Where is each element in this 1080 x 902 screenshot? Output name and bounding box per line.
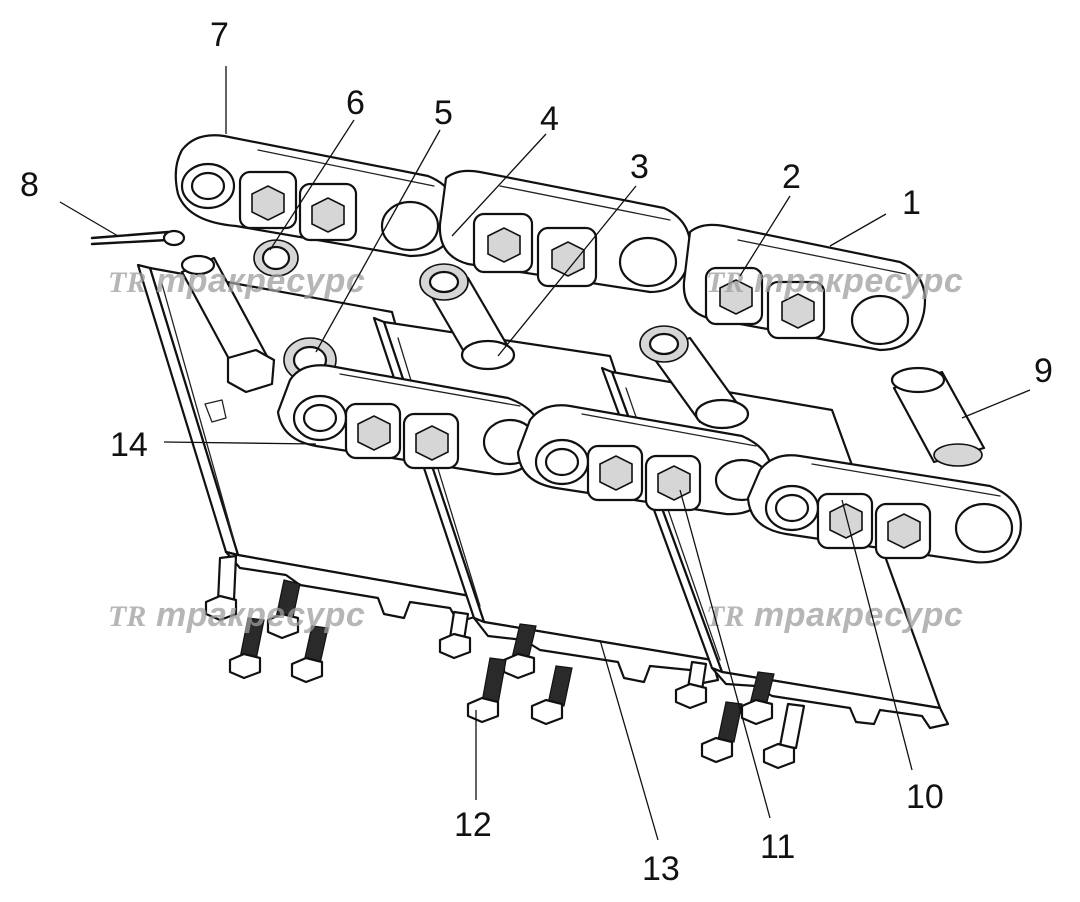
callout-1: 1 (902, 184, 921, 222)
svg-text:тракресурс: тракресурс (754, 596, 963, 634)
callout-13: 13 (642, 850, 680, 888)
callout-numbers: 1 2 3 4 5 6 7 8 9 10 11 12 13 14 (20, 16, 1053, 888)
leader-lines (59, 66, 1031, 841)
callout-7: 7 (210, 16, 229, 54)
watermark-bottom-left: TR тракресурс (108, 596, 365, 634)
bolt-group-middle (466, 623, 708, 726)
leader-9 (961, 389, 1031, 419)
pins-bushings (180, 239, 986, 467)
leader-13 (599, 639, 659, 841)
svg-text:TR: TR (706, 266, 744, 299)
callout-2: 2 (782, 158, 801, 196)
callout-12: 12 (454, 806, 492, 844)
watermark-top-left: TR тракресурс (108, 262, 365, 300)
link-top-right (682, 223, 926, 352)
bolt-group-left (204, 554, 472, 684)
pin-9 (890, 366, 986, 467)
cotter-pin (90, 229, 186, 247)
leader-4 (451, 133, 547, 237)
callout-6: 6 (346, 84, 365, 122)
callout-5: 5 (434, 94, 453, 132)
bolts (204, 554, 806, 770)
leader-10 (841, 499, 913, 771)
callout-4: 4 (540, 100, 559, 138)
callout-14: 14 (110, 426, 148, 464)
pin-left (180, 254, 276, 394)
leader-11 (679, 489, 771, 819)
svg-text:TR: TR (706, 600, 744, 633)
bottom-links (276, 364, 1022, 564)
leader-3 (497, 185, 637, 357)
pin-middle (419, 263, 516, 371)
watermark-bottom-right: TR тракресурс (706, 596, 963, 634)
svg-text:тракресурс: тракресурс (156, 596, 365, 634)
callout-8: 8 (20, 166, 39, 204)
link-top-left (174, 134, 458, 258)
callout-9: 9 (1034, 352, 1053, 390)
callout-10: 10 (906, 778, 944, 816)
watermarks: TR тракресурс TR тракресурс TR тракресур… (108, 262, 963, 634)
pin-right (639, 325, 750, 430)
link-top-middle (438, 169, 692, 294)
leader-6 (269, 119, 355, 251)
watermark-top-right: TR тракресурс (706, 262, 963, 300)
leader-8 (59, 201, 119, 237)
callout-11: 11 (760, 828, 795, 866)
leader-2 (739, 195, 791, 277)
bushing-left-top (253, 239, 299, 277)
link-bottom-right (746, 454, 1022, 564)
leader-14 (163, 441, 317, 445)
svg-text:тракресурс: тракресурс (754, 262, 963, 300)
svg-text:тракресурс: тракресурс (156, 262, 365, 300)
leader-1 (829, 213, 887, 247)
link-bottom-middle (516, 404, 773, 516)
callout-3: 3 (630, 148, 649, 186)
svg-text:TR: TR (108, 266, 146, 299)
leader-5 (315, 129, 441, 353)
svg-text:TR: TR (108, 600, 146, 633)
